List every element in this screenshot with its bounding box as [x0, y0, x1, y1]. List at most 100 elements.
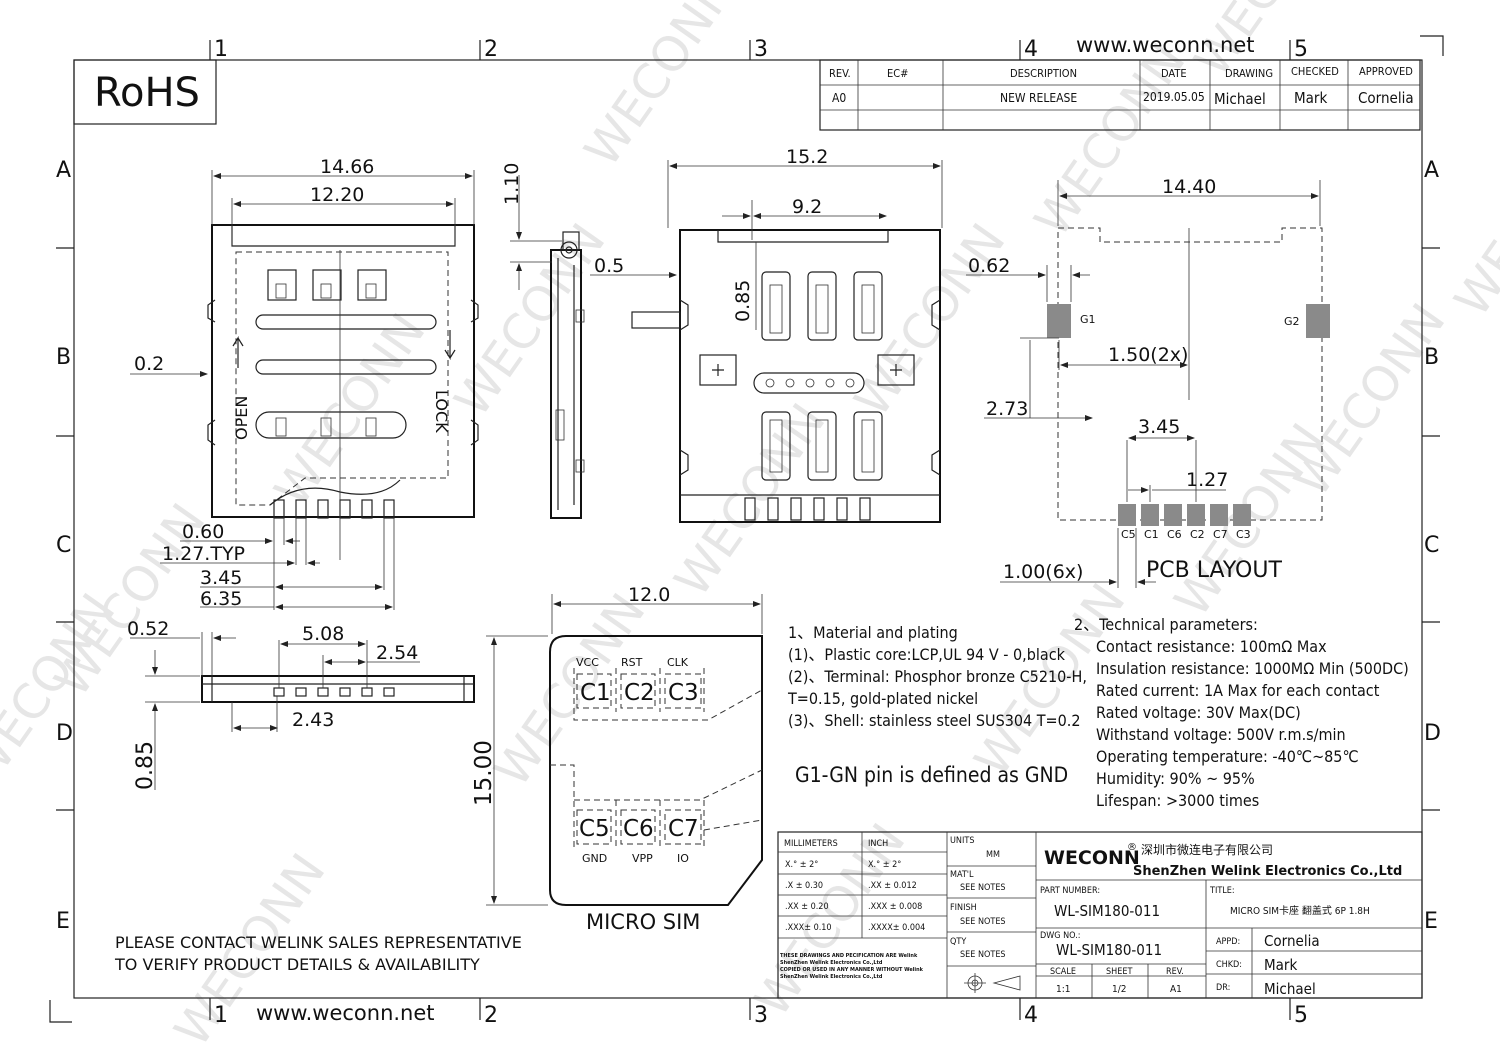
dim-6.35: 6.35 — [200, 588, 242, 610]
rev-header: EC# — [887, 67, 908, 80]
rev-header: APPROVED — [1359, 65, 1413, 78]
disclaimer: ShenZhen Welink Electronics Co.,Ltd — [780, 974, 883, 980]
pcb-dim-0.62: 0.62 — [968, 255, 1010, 277]
contact-notice: PLEASE CONTACT WELINK SALES REPRESENTATI… — [115, 933, 522, 952]
dim-2.54: 2.54 — [376, 642, 418, 664]
dim-1.10: 1.10 — [501, 163, 523, 205]
signal-pad — [1210, 504, 1228, 526]
pad-label: C2 — [1190, 528, 1205, 541]
sheet-value: 1/2 — [1112, 984, 1126, 995]
contact-notice: TO VERIFY PRODUCT DETAILS & AVAILABILITY — [114, 955, 480, 974]
rev-cell: NEW RELEASE — [1000, 91, 1077, 105]
micro-sim-title: MICRO SIM — [586, 910, 700, 934]
sim-contact-c2: C2 — [624, 680, 655, 706]
website-bottom: www.weconn.net — [256, 1001, 435, 1025]
dim-0.60: 0.60 — [182, 521, 224, 543]
tech-line: Rated current: 1A Max for each contact — [1096, 681, 1380, 700]
chkd-value: Mark — [1264, 956, 1297, 974]
chkd-label: CHKD: — [1216, 960, 1242, 970]
zone-bottom: 3 — [754, 1003, 768, 1028]
finish-value: SEE NOTES — [960, 917, 1006, 927]
rev-cell: Mark — [1294, 89, 1327, 107]
zone-labels: 1 2 3 4 5 1 2 3 4 5 A B C D E A B C D E — [56, 37, 1441, 1028]
sim-height-dim: 15.00 — [471, 740, 497, 806]
finish-label: FINISH — [950, 903, 977, 913]
pcb-dim-1.27: 1.27 — [1186, 469, 1228, 491]
signal-pad — [1141, 504, 1159, 526]
watermark: WECONN — [1444, 114, 1500, 327]
dim-0.52: 0.52 — [127, 618, 169, 640]
material-line: (3)、Shell: stainless steel SUS304 T=0.2 — [788, 711, 1080, 730]
sim-contact-c5: C5 — [579, 816, 610, 842]
tol-inch: .XX ± 0.012 — [868, 881, 917, 891]
sim-signal-vpp: VPP — [632, 852, 653, 865]
sim-signal-io: IO — [677, 852, 689, 865]
dim-width-12.20: 12.20 — [310, 184, 364, 206]
matl-label: MAT'L — [950, 870, 974, 880]
side-view: 1.10 — [501, 163, 585, 519]
material-line: (1)、Plastic core:LCP,UL 94 V - 0,black — [788, 645, 1066, 664]
pad-label-g1: G1 — [1080, 313, 1096, 326]
dim-0.2: 0.2 — [134, 353, 164, 375]
pcb-dim-2.73: 2.73 — [986, 398, 1028, 420]
sheet-frame — [49, 35, 1444, 1023]
zone-right: E — [1424, 909, 1438, 934]
material-title: 1、Material and plating — [788, 623, 958, 642]
signal-pad — [1187, 504, 1205, 526]
zone-left: C — [56, 533, 71, 558]
dwg-no-label: DWG NO.: — [1040, 931, 1080, 941]
pad-label: C6 — [1167, 528, 1182, 541]
sim-contact-c6: C6 — [623, 816, 654, 842]
tech-line: Contact resistance: 100mΩ Max — [1096, 637, 1327, 656]
appd-label: APPD: — [1216, 937, 1240, 947]
dim-3.45: 3.45 — [200, 567, 242, 589]
dr-label: DR: — [1216, 983, 1230, 993]
disclaimer: THESE DRAWINGS AND PECIFICATION ARE Weli… — [780, 953, 918, 959]
signal-pad — [1118, 504, 1136, 526]
qty-value: SEE NOTES — [960, 950, 1006, 960]
pcb-dim-3.45: 3.45 — [1138, 416, 1180, 438]
pcb-layout-title: PCB LAYOUT — [1146, 558, 1282, 583]
watermark: WECONN — [0, 584, 127, 797]
rev-header: CHECKED — [1291, 65, 1339, 78]
rev-header: REV. — [829, 67, 851, 80]
pcb-layout: G1 G2 C5 C1 C6 C2 C7 C3 14.40 0.62 1.50(… — [966, 176, 1330, 588]
material-line: (2)、Terminal: Phosphor bronze C5210-H, — [788, 667, 1087, 686]
qty-label: QTY — [950, 937, 966, 947]
zone-top: 3 — [754, 37, 768, 62]
watermark: WECONN — [264, 304, 437, 517]
rohs-box — [73, 59, 217, 125]
sim-signal-rst: RST — [621, 656, 643, 669]
tech-line: Rated voltage: 30V Max(DC) — [1096, 703, 1301, 722]
tol-mm: .XX ± 0.20 — [785, 902, 829, 912]
notes: 1、Material and plating (1)、Plastic core:… — [787, 615, 1409, 810]
sim-contact-c1: C1 — [580, 680, 611, 706]
dwg-no: WL-SIM180-011 — [1056, 941, 1162, 959]
pad-label: C7 — [1213, 528, 1228, 541]
sim-signal-clk: CLK — [667, 656, 689, 669]
rev-cell: A0 — [832, 91, 846, 105]
dr-value: Michael — [1264, 980, 1316, 998]
rev-header: DRAWING — [1225, 67, 1273, 80]
tol-inch: .XXXX± 0.004 — [868, 923, 925, 933]
rev-cell: 2019.05.05 — [1143, 90, 1205, 104]
projection-symbol-icon — [964, 973, 1021, 993]
tol-mm: X.° ± 2° — [785, 860, 818, 870]
tol-header-inch: INCH — [868, 839, 888, 849]
zone-bottom: 5 — [1294, 1003, 1308, 1028]
pad-label: C5 — [1121, 528, 1136, 541]
pcb-dim-14.40: 14.40 — [1162, 176, 1216, 198]
zone-bottom: 1 — [214, 1003, 228, 1028]
sim-signal-vcc: VCC — [576, 656, 599, 669]
disclaimer: ShenZhen Welink Electronics Co.,Ltd — [780, 960, 883, 966]
disclaimer: COPIED OR USED IN ANY MANNER WITHOUT Wel… — [780, 967, 924, 973]
sim-width-dim: 12.0 — [628, 584, 670, 606]
part-number: WL-SIM180-011 — [1054, 902, 1160, 920]
sim-contact-c7: C7 — [668, 816, 699, 842]
pad-label: C1 — [1144, 528, 1159, 541]
weconn-logo: WECONN — [1044, 847, 1140, 869]
zone-left: E — [56, 909, 70, 934]
zone-right: B — [1424, 345, 1439, 370]
